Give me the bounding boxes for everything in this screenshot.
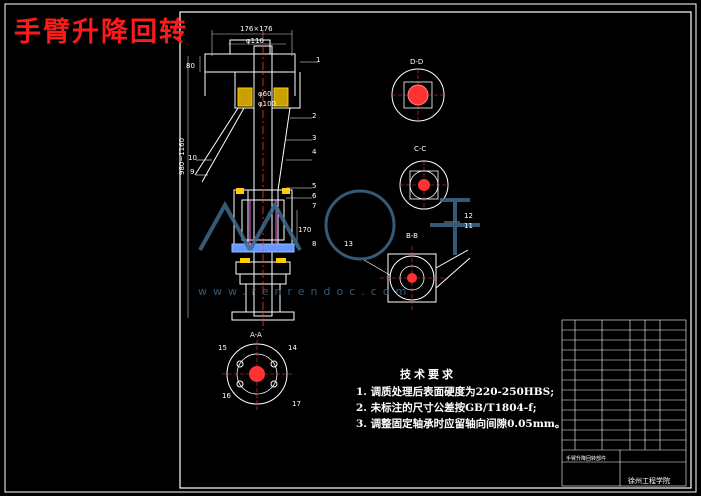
- view-c-c: [399, 160, 449, 210]
- part-4: 4: [312, 148, 317, 156]
- dim-d1: φ60: [258, 90, 272, 98]
- view-label-d: D-D: [410, 58, 424, 66]
- part-6: 6: [312, 192, 317, 200]
- main-assembly: [194, 39, 301, 321]
- part-16: 16: [222, 392, 231, 400]
- requirement-2: 2. 未标注的尺寸公差按GB/T1804-f;: [356, 402, 537, 414]
- requirement-3: 3. 调整固定轴承时应留轴向间隙0.05mm。: [356, 418, 566, 430]
- view-label-c: C-C: [414, 145, 427, 153]
- part-15: 15: [218, 344, 227, 352]
- dim-top-width: 176×176: [240, 25, 273, 33]
- title-block-school: 徐州工程学院: [628, 477, 670, 485]
- watermark-url: www.renrendoc.com: [198, 285, 413, 298]
- outer-frame: [4, 3, 697, 493]
- dim-d2: φ100: [258, 100, 276, 108]
- dim-lower: 170: [298, 226, 312, 234]
- part-14: 14: [288, 344, 297, 352]
- dim-height: 980~1160: [178, 137, 186, 175]
- requirement-1: 1. 调质处理后表面硬度为220-250HBS;: [356, 386, 555, 398]
- requirements-heading: 技术要求: [400, 368, 456, 381]
- title-block-name: 手臂升降回转部件: [566, 456, 607, 462]
- part-11: 11: [464, 222, 473, 230]
- inner-frame: [179, 11, 692, 489]
- part-1: 1: [316, 56, 321, 64]
- dim-shaft-dia: φ110: [246, 37, 264, 45]
- part-3: 3: [312, 134, 317, 142]
- part-2: 2: [312, 112, 317, 120]
- part-10: 10: [188, 154, 197, 162]
- view-b-b: [363, 221, 471, 312]
- part-13: 13: [344, 240, 353, 248]
- view-label-a: A-A: [250, 331, 262, 339]
- view-a-a: [222, 340, 292, 410]
- drawing-title: 手臂升降回转: [14, 17, 188, 48]
- part-9: 9: [190, 168, 195, 176]
- watermark-logo: [198, 189, 480, 261]
- parts-list-table: [561, 319, 687, 487]
- dim-side: 80: [186, 62, 195, 70]
- view-label-b: B-B: [406, 232, 418, 240]
- part-12: 12: [464, 212, 473, 220]
- part-7: 7: [312, 202, 317, 210]
- view-d-d: [391, 68, 445, 122]
- part-5: 5: [312, 182, 317, 190]
- part-17: 17: [292, 400, 301, 408]
- part-8: 8: [312, 240, 317, 248]
- leader-lines: [196, 61, 318, 199]
